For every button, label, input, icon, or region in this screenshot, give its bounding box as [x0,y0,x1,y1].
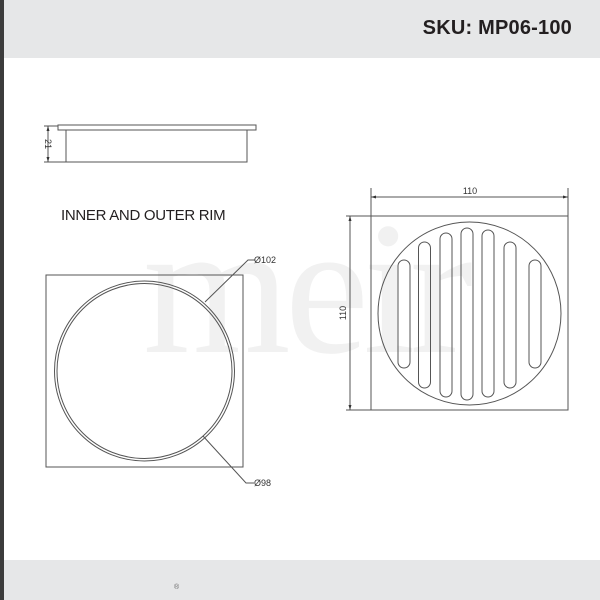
grate-slot [481,229,495,398]
left-edge-strip [0,0,4,600]
grate-slot [439,232,453,398]
side-height-dimension: 21 [43,139,53,149]
top-view [346,188,569,411]
grate-circle [377,221,562,406]
outer-diameter-label: Ø102 [254,255,276,265]
outer-diameter-leader [204,259,255,303]
height-dimension-label: 110 [338,306,348,320]
width-dimension-label: 110 [463,186,477,196]
footer-band: ® [4,560,600,600]
inner-diameter-leader [202,435,254,484]
grate-slot [528,259,542,369]
top-view-square [370,215,569,411]
watermark-text: meir [143,184,472,394]
side-view [44,124,257,163]
grate-slot [460,227,474,401]
inner-rim-circle [56,283,233,459]
outer-rim-circle [54,280,235,462]
header-band: SKU: MP06-100 [4,0,600,58]
rim-view-square [45,274,244,468]
side-view-lip [57,124,257,131]
grate-slot [418,241,431,389]
grate-slot [503,241,517,389]
rim-section-title: INNER AND OUTER RIM [61,207,226,224]
inner-diameter-label: Ø98 [254,478,271,488]
grate-slot [397,259,411,369]
rim-view [45,259,255,484]
side-view-body [65,129,248,163]
sku-label: SKU: MP06-100 [422,17,572,39]
registered-mark: ® [174,584,180,591]
